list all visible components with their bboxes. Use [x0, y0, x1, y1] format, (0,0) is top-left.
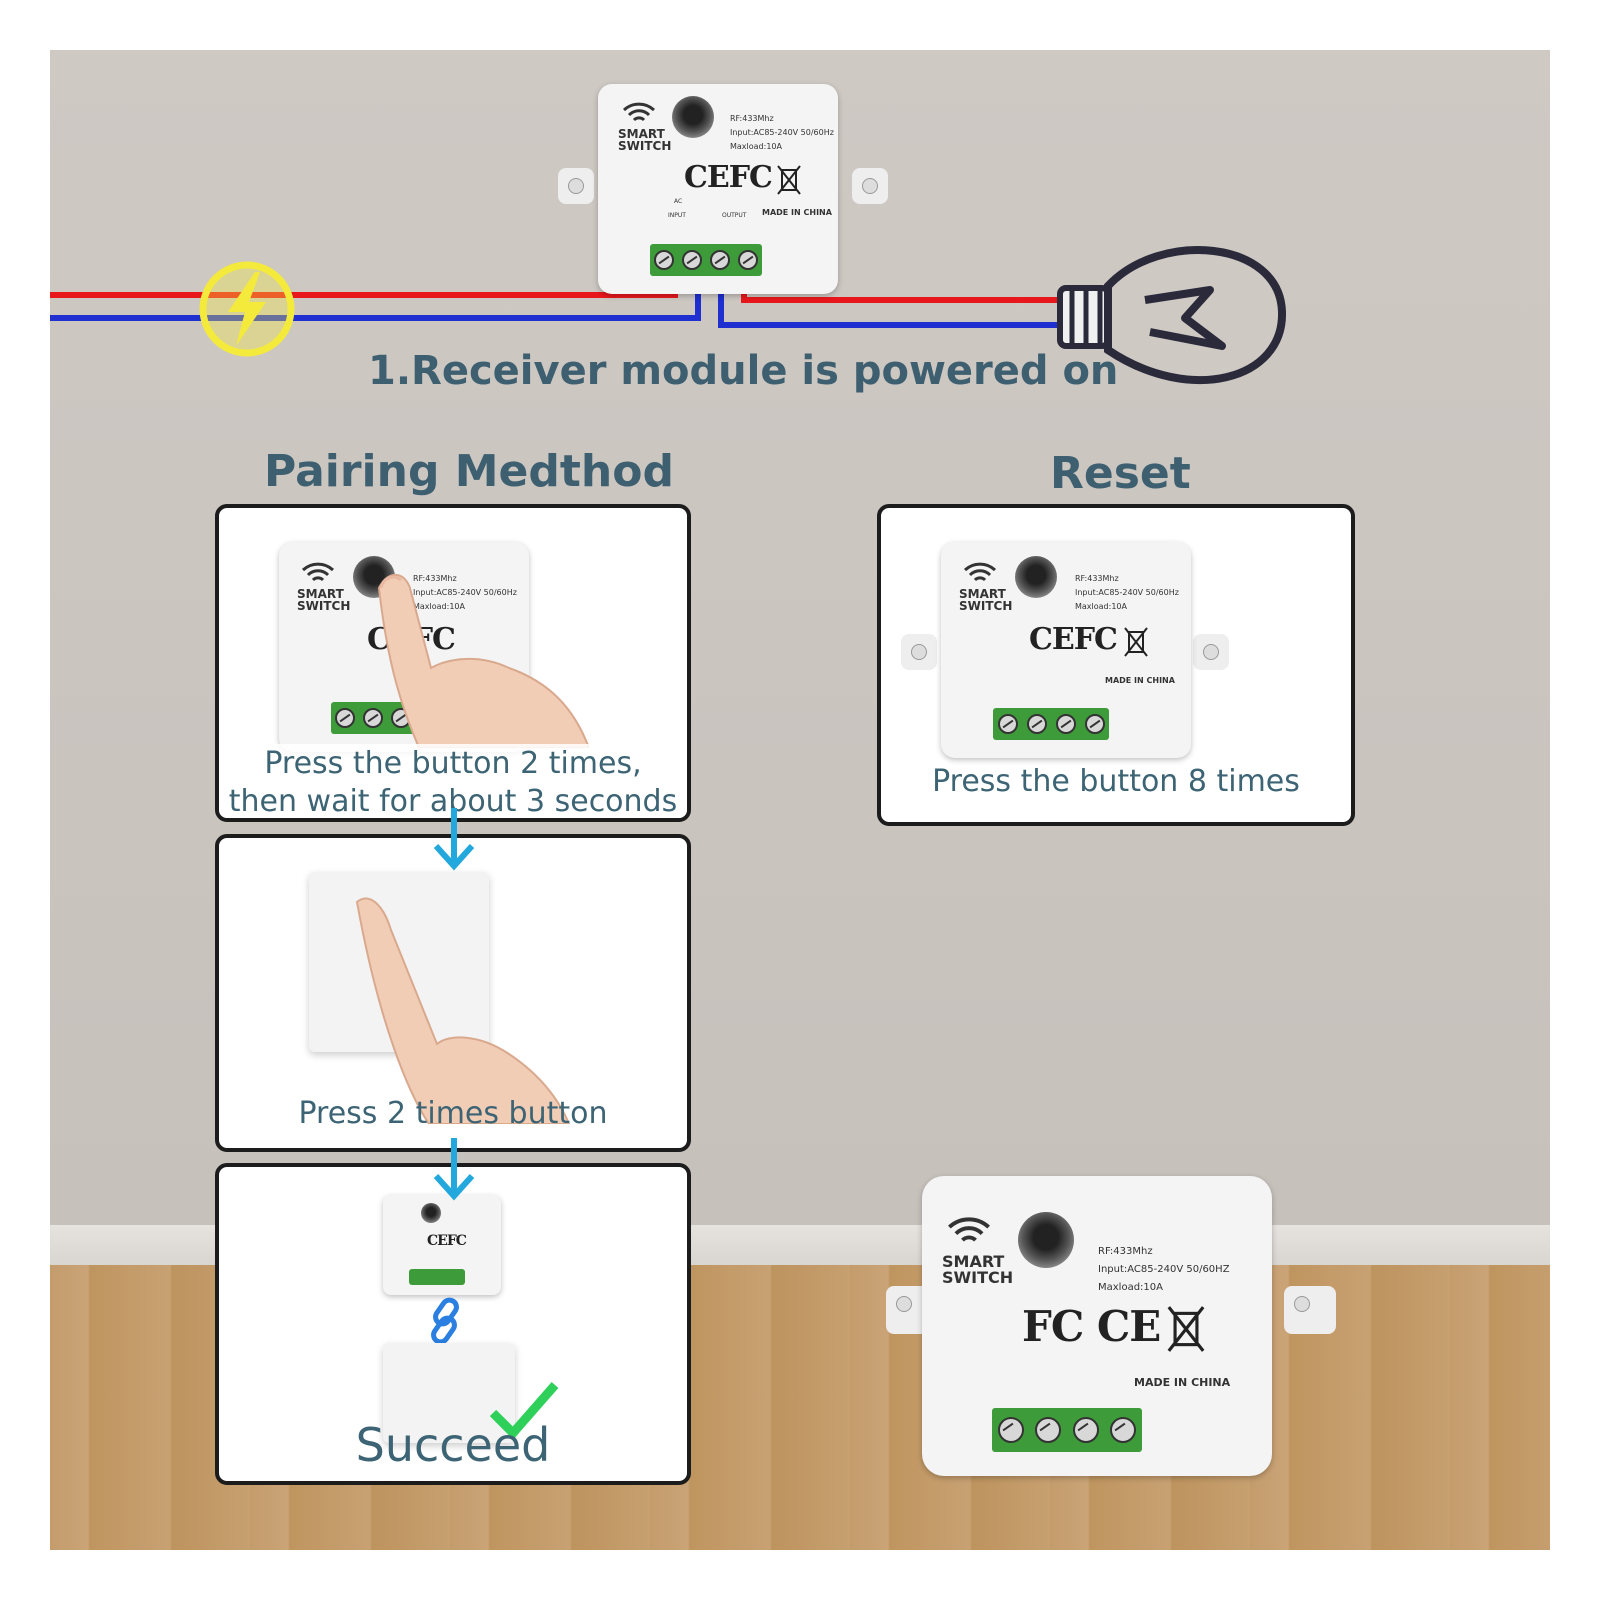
certification-marks: CEFC: [684, 160, 773, 195]
spec-load: Maxload:10A: [1098, 1282, 1163, 1293]
receiver-module-large: SMART SWITCH RF:433Mhz Input:AC85-240V 5…: [922, 1176, 1272, 1476]
brand-label: SMART SWITCH: [959, 587, 1013, 613]
lightning-icon: [199, 261, 295, 357]
brand-label: SMART SWITCH: [297, 587, 351, 613]
wall-switch[interactable]: [383, 1343, 515, 1443]
spec-load: Maxload:10A: [1075, 602, 1127, 611]
terminal-screw: [654, 250, 674, 270]
pair-button[interactable]: [672, 96, 714, 138]
reset-button[interactable]: [1015, 556, 1057, 598]
terminal-screw: [710, 250, 730, 270]
terminal-screw: [997, 1417, 1024, 1443]
step3-caption: Succeed: [355, 1418, 551, 1472]
finger-press-icon: [355, 897, 571, 1124]
pairing-step-3-card: CEFC Succeed: [215, 1163, 691, 1485]
spec-input: Input:AC85-240V 50/60HZ: [1098, 1264, 1230, 1275]
made-in-label: MADE IN CHINA: [1134, 1376, 1231, 1389]
receiver-module-small: CEFC: [383, 1195, 501, 1295]
terminal-screw: [738, 250, 758, 270]
spec-load: Maxload:10A: [730, 142, 782, 151]
terminal-block: [993, 708, 1109, 740]
ac-label: AC: [674, 198, 683, 205]
output-label: OUTPUT: [722, 212, 747, 219]
made-in-label: MADE IN CHINA: [762, 208, 832, 217]
terminal-screw: [335, 708, 355, 728]
certification-marks: CEFC: [427, 1233, 467, 1249]
terminal-screw: [1110, 1417, 1137, 1443]
spec-rf: RF:433Mhz: [1075, 574, 1119, 583]
spec-rf: RF:433Mhz: [730, 114, 774, 123]
pairing-title: Pairing Medthod: [264, 446, 674, 497]
mount-ear-left: [901, 634, 937, 670]
heading-powered-on: 1.Receiver module is powered on: [368, 348, 1119, 394]
spec-input: Input:AC85-240V 50/60Hz: [730, 128, 834, 137]
spec-input: Input:AC85-240V 50/60Hz: [413, 588, 517, 597]
mount-ear-right: [1284, 1286, 1336, 1334]
made-in-label: MADE IN CHINA: [1105, 676, 1175, 685]
pair-button[interactable]: [1018, 1212, 1074, 1268]
down-arrow-icon: [433, 808, 475, 871]
certification-marks: FC CE: [1022, 1302, 1161, 1351]
certification-marks: CEFC: [1029, 622, 1118, 657]
wifi-icon: [948, 1217, 990, 1242]
reset-caption: Press the button 8 times: [932, 764, 1300, 799]
spec-rf: RF:433Mhz: [413, 574, 457, 583]
input-label: INPUT: [668, 212, 686, 219]
spec-input: Input:AC85-240V 50/60Hz: [1075, 588, 1179, 597]
step1-caption-line1: Press the button 2 times,: [219, 744, 687, 783]
weee-bin-icon: [1167, 1306, 1205, 1352]
wifi-icon: [963, 562, 997, 582]
terminal-screw: [1084, 714, 1105, 734]
reset-title: Reset: [1050, 448, 1191, 499]
wifi-icon: [622, 102, 656, 122]
check-icon: [489, 1382, 559, 1439]
step2-caption: Press 2 times button: [298, 1096, 608, 1131]
scene: SMART SWITCH RF:433Mhz Input:AC85-240V 5…: [50, 50, 1550, 1550]
terminal-block: [650, 244, 762, 276]
pairing-step-1-card: SMART SWITCH RF:433Mhz Input:AC85-240V 5…: [215, 504, 691, 822]
pairing-step-2-card: Press 2 times button: [215, 834, 691, 1152]
mount-ear-right: [852, 168, 888, 204]
reset-card: SMART SWITCH RF:433Mhz Input:AC85-240V 5…: [877, 504, 1355, 826]
receiver-module-reset: SMART SWITCH RF:433Mhz Input:AC85-240V 5…: [941, 542, 1191, 758]
pair-button[interactable]: [421, 1203, 441, 1223]
receiver-module-top: [558, 168, 888, 288]
light-bulb-icon: [1057, 246, 1287, 384]
terminal-screw: [363, 708, 383, 728]
brand-label: SMART SWITCH: [942, 1252, 1014, 1287]
weee-bin-icon: [1124, 627, 1148, 657]
weee-bin-icon: [777, 165, 801, 195]
mount-ear-left: [558, 168, 594, 204]
terminal-screw: [1055, 714, 1076, 734]
finger-press-icon: [377, 574, 591, 748]
wifi-icon: [301, 562, 335, 582]
spec-load: Maxload:10A: [413, 602, 465, 611]
link-icon: [431, 1297, 459, 1345]
terminal-screw: [1072, 1417, 1099, 1443]
spec-rf: RF:433Mhz: [1098, 1246, 1153, 1257]
terminal-screw: [682, 250, 702, 270]
terminal-screw: [1026, 714, 1047, 734]
terminal-screw: [1035, 1417, 1062, 1443]
terminal-block: [992, 1408, 1142, 1452]
wiring-diagram: [50, 246, 1287, 384]
mount-ear-right: [1193, 634, 1229, 670]
terminal-screw: [997, 714, 1018, 734]
terminal-block: [409, 1269, 465, 1285]
brand-label: SMART SWITCH: [618, 127, 672, 153]
down-arrow-icon: [433, 1138, 475, 1201]
receiver-module-body-top: SMART SWITCH RF:433Mhz Input:AC85-240V 5…: [598, 84, 838, 294]
